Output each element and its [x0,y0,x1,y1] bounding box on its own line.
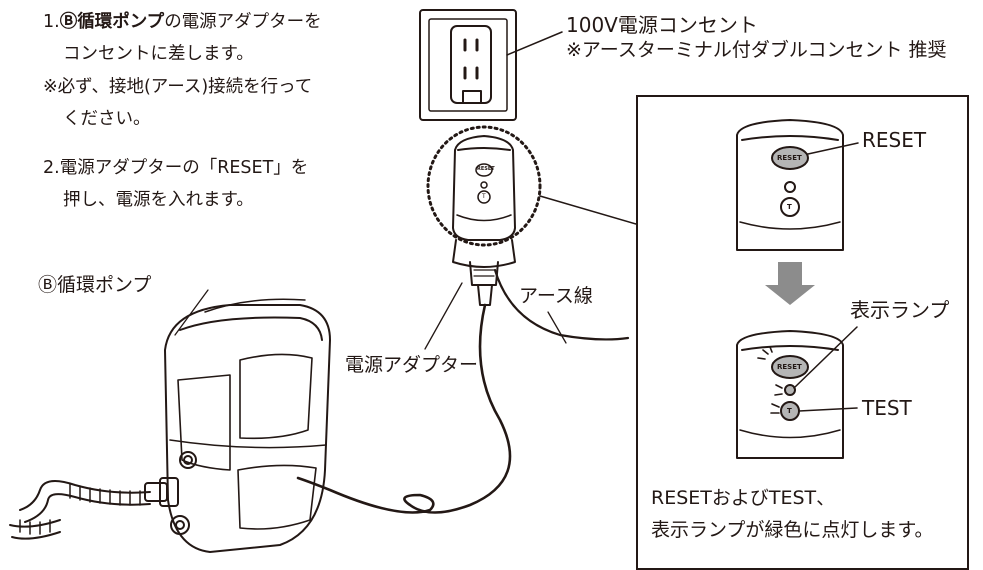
hose-icon [9,480,151,540]
callout-test-label: TEST [862,396,912,420]
earth-wire-label: アース線 [519,285,593,307]
adapter-highlight-circle [426,125,542,247]
down-arrow-icon [765,262,815,305]
step2-line2: 押し、電源を入れます。 [63,190,254,210]
pump-label: Ⓑ循環ポンプ [38,274,152,296]
step1-line1: 1.Ⓑ循環ポンプの電源アダプターを [43,12,322,32]
circulation-pump-icon [144,289,331,553]
earth-wire [493,268,630,341]
outlet-title: 100V電源コンセント [566,13,758,37]
step1-note-line1: ※必ず、接地(アース)接続を行って [43,77,313,97]
power-adapter-icon [452,135,516,306]
callout-reset-button-text-after: RESET [777,363,802,371]
adapter-face-after [736,330,844,459]
callout-result-line1: RESETおよびTEST、 [651,487,836,509]
step1-pump-mark: Ⓑ [59,12,78,32]
step1-pump-name: 循環ポンプ [77,12,165,32]
wall-outlet-icon [419,9,517,121]
adapter-reset-tiny: RESET [477,166,495,172]
callout-reset-button-text: RESET [777,154,802,162]
adapter-label: 電源アダプター [345,354,479,376]
callout-result-line2: 表示ランプが緑色に点灯します。 [651,519,934,541]
step1-note-line2: ください。 [63,109,151,129]
outlet-note: ※アースターミナル付ダブルコンセント 推奨 [566,39,947,61]
callout-reset-label: RESET [862,128,927,152]
step1-line2: コンセントに差します。 [63,44,254,64]
callout-indicator-label: 表示ランプ [850,298,950,322]
adapter-t-tiny: T [482,193,486,200]
step1-number: 1. [43,12,60,32]
power-cord [296,303,512,514]
callout-t-button-text: T [787,203,792,211]
adapter-face-before [736,119,844,251]
step2-line1: 2.電源アダプターの「RESET」を [43,158,309,178]
illustration [9,9,859,553]
step1-line1-rest: の電源アダプターを [164,12,322,32]
callout-t-button-text-after: T [787,407,792,415]
